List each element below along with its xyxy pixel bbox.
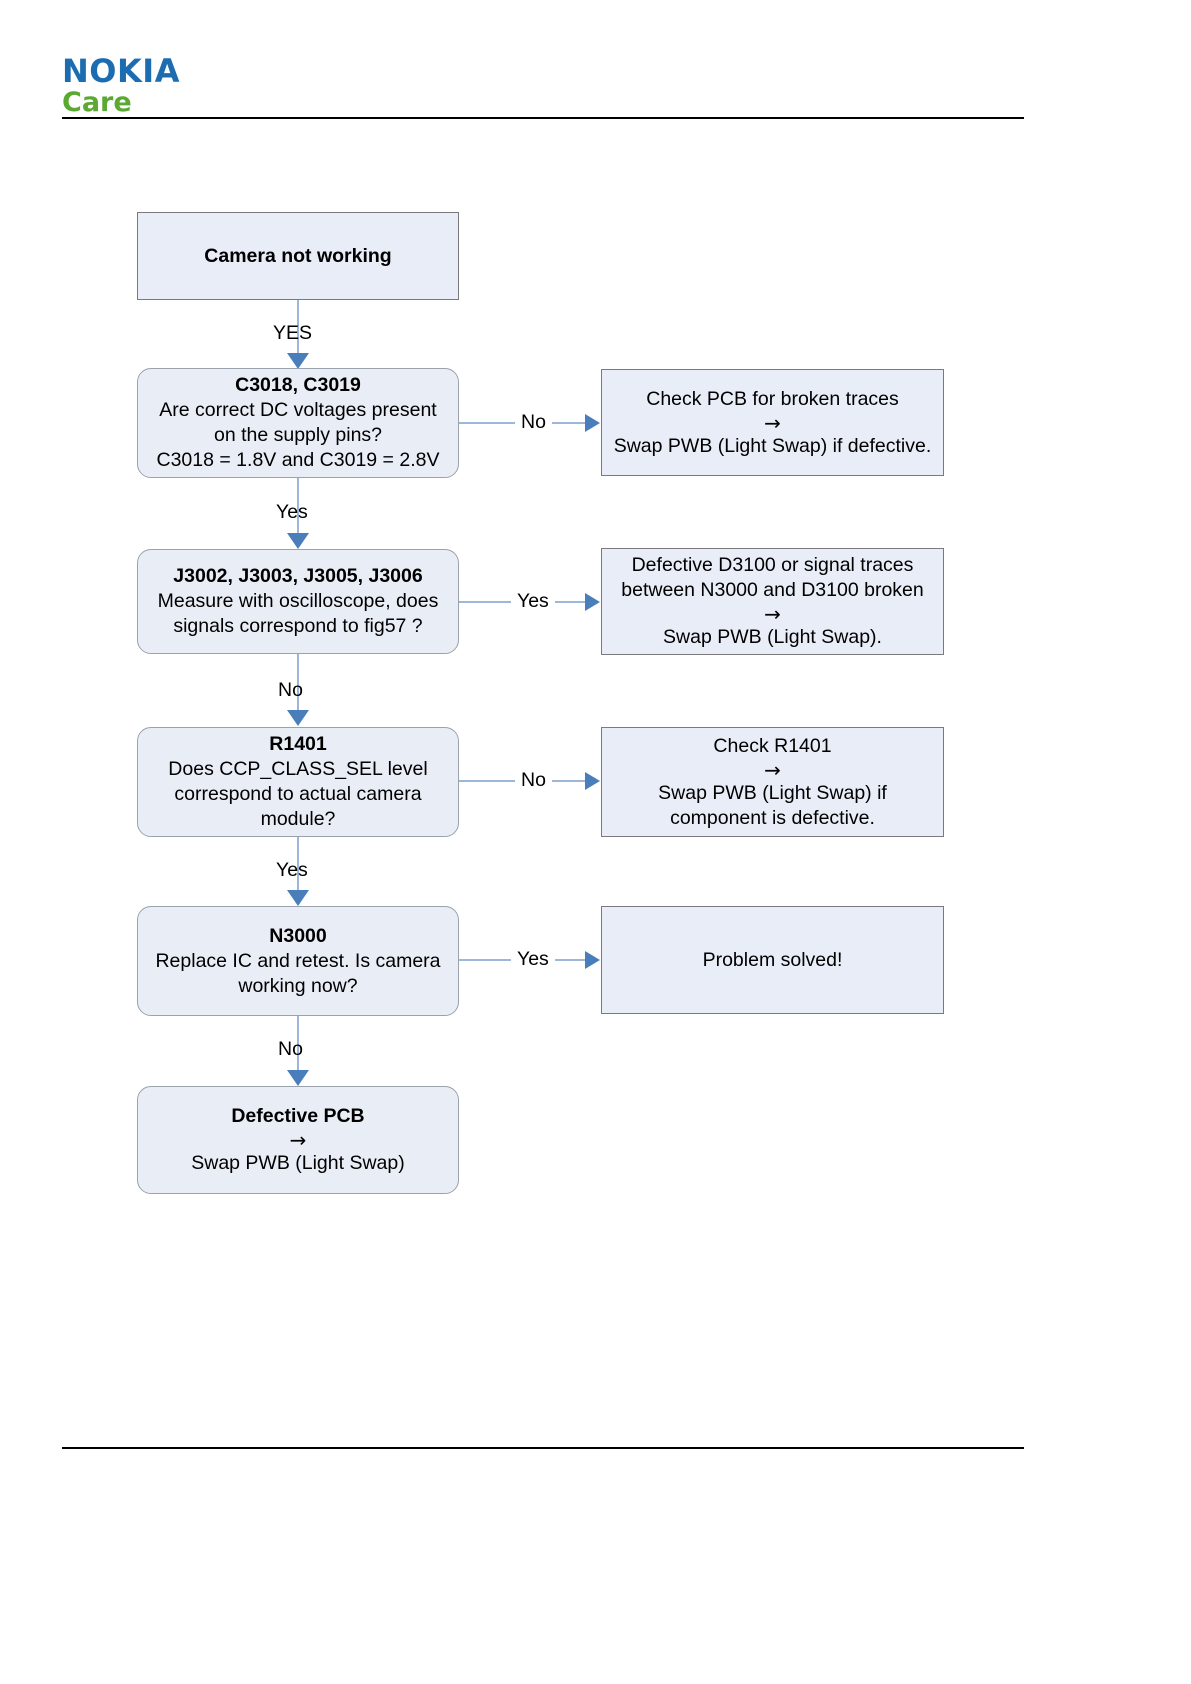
flow-node-q4-line2: Replace IC and retest. Is camera — [155, 949, 441, 972]
flow-node-q3-line4: module? — [260, 808, 336, 830]
flow-node-end-line3: Swap PWB (Light Swap) — [191, 1152, 405, 1174]
connector-q4-r4-arrowhead — [585, 951, 600, 969]
connector-q2-q3-arrowhead — [287, 710, 309, 726]
flow-node-start: Camera not working — [137, 212, 459, 300]
footer-divider — [62, 1447, 1024, 1449]
edge-label-q4-r4: Yes — [511, 948, 555, 970]
flow-node-r2-line1: Defective D3100 or signal traces — [631, 554, 914, 576]
flow-node-q2-line3: signals correspond to fig57 ? — [173, 615, 423, 637]
connector-q4-end — [297, 1016, 299, 1072]
flow-node-q3: R1401 Does CCP_CLASS_SEL level correspon… — [137, 727, 459, 837]
flow-node-end-line1: Defective PCB — [231, 1105, 365, 1127]
flow-node-q2: J3002, J3003, J3005, J3006 Measure with … — [137, 549, 459, 654]
flow-node-start-line1: Camera not working — [204, 244, 392, 267]
flow-node-r2-line2: between N3000 and D3100 broken — [621, 579, 924, 601]
flow-node-q1-line2: Are correct DC voltages present — [159, 399, 437, 421]
edge-label-q3-r3: No — [515, 769, 552, 791]
connector-start-q1-arrowhead — [287, 353, 309, 369]
flow-node-q2-line1: J3002, J3003, J3005, J3006 — [173, 565, 423, 587]
flow-node-q1-line1: C3018, C3019 — [235, 374, 361, 396]
connector-start-q1 — [297, 300, 299, 355]
connector-q3-r3-arrowhead — [585, 772, 600, 790]
flow-node-r3-line1: Check R1401 — [713, 734, 832, 757]
edge-label-q1-r1: No — [515, 411, 552, 433]
flow-node-r1: Check PCB for broken traces → Swap PWB (… — [601, 369, 944, 476]
connector-q4-end-arrowhead — [287, 1070, 309, 1086]
flow-node-q4: N3000 Replace IC and retest. Is camera w… — [137, 906, 459, 1016]
connector-q1-q2 — [297, 478, 299, 535]
flow-node-q1: C3018, C3019 Are correct DC voltages pre… — [137, 368, 459, 478]
edge-label-q3-q4: Yes — [276, 859, 308, 881]
connector-q3-q4-arrowhead — [287, 890, 309, 906]
flow-node-r4-line1: Problem solved! — [702, 948, 843, 971]
flow-node-r4: Problem solved! — [601, 906, 944, 1014]
edge-label-q1-q2: Yes — [276, 501, 308, 523]
flow-node-r3-arrow-glyph: → — [764, 757, 781, 782]
flow-node-r2-arrow-glyph: → — [764, 602, 781, 626]
flow-node-q1-line3: on the supply pins? — [213, 424, 383, 446]
flow-node-r3-line4: component is defective. — [670, 806, 875, 829]
nokia-wordmark: NOKIA — [62, 52, 180, 90]
edge-label-start-q1: YES — [273, 322, 313, 344]
edge-label-q4-end: No — [278, 1038, 303, 1060]
connector-q1-r1-arrowhead — [585, 414, 600, 432]
flow-node-q2-line2: Measure with oscilloscope, does — [157, 590, 439, 612]
flow-node-r2: Defective D3100 or signal traces between… — [601, 548, 944, 655]
flow-node-q4-line3: working now? — [238, 974, 358, 997]
flow-node-end: Defective PCB → Swap PWB (Light Swap) — [137, 1086, 459, 1194]
flow-node-q3-line3: correspond to actual camera — [174, 783, 422, 805]
edge-label-q2-r2: Yes — [511, 590, 555, 612]
flow-node-r3: Check R1401 → Swap PWB (Light Swap) if c… — [601, 727, 944, 837]
flow-node-q3-line2: Does CCP_CLASS_SEL level — [168, 758, 428, 780]
connector-q2-r2-arrowhead — [585, 593, 600, 611]
connector-q3-q4 — [297, 837, 299, 892]
page-header: NOKIA Care — [62, 55, 1022, 117]
flow-node-r1-arrow-glyph: → — [764, 410, 781, 435]
flow-node-q3-line1: R1401 — [269, 733, 327, 755]
connector-q1-q2-arrowhead — [287, 533, 309, 549]
flow-node-q4-line1: N3000 — [269, 924, 327, 947]
edge-label-q2-q3: No — [278, 679, 303, 701]
flow-node-r3-line3: Swap PWB (Light Swap) if — [658, 781, 887, 804]
header-divider — [62, 117, 1024, 119]
connector-q2-q3 — [297, 654, 299, 712]
flow-node-r1-line3: Swap PWB (Light Swap) if defective. — [613, 434, 932, 457]
flow-node-r1-line1: Check PCB for broken traces — [646, 387, 899, 410]
flow-node-end-arrow-glyph: → — [289, 1128, 307, 1152]
care-wordmark: Care — [62, 87, 132, 118]
flow-node-r2-line4: Swap PWB (Light Swap). — [663, 626, 882, 648]
flow-node-q1-line4: C3018 = 1.8V and C3019 = 2.8V — [156, 449, 440, 471]
